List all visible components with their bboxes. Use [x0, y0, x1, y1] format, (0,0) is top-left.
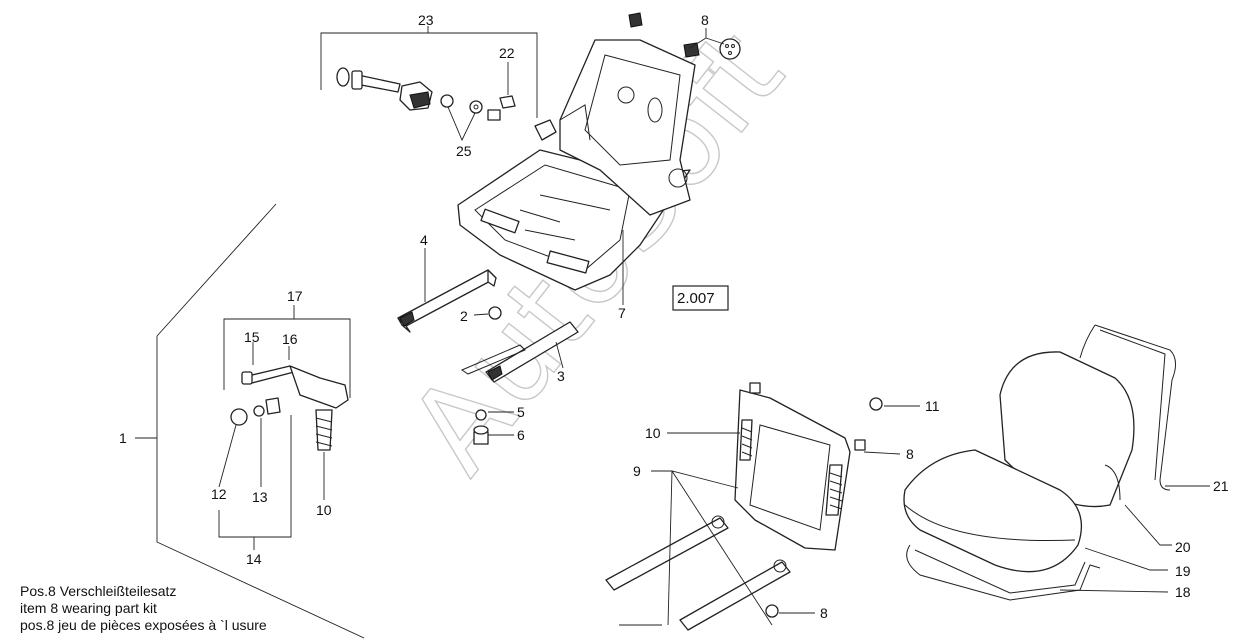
callout-6: 6: [517, 427, 525, 443]
wear-pad-top: [628, 12, 741, 60]
callout-21: 21: [1213, 478, 1229, 494]
lever-rail-3: [460, 306, 579, 445]
callout-4: 4: [420, 232, 428, 248]
callout-23: 23: [418, 12, 434, 28]
callout-17: 17: [287, 288, 303, 304]
callout-14: 14: [246, 551, 262, 567]
callout-11: 11: [925, 398, 940, 414]
callout-18: 18: [1175, 584, 1191, 600]
callout-8-right: 8: [906, 446, 914, 462]
callout-12: 12: [211, 486, 227, 502]
callout-1: 1: [119, 430, 127, 446]
slide-rails: [605, 515, 791, 631]
callout-3: 3: [557, 368, 565, 384]
note-line-fr: pos.8 jeu de pièces exposées à `l usure: [20, 617, 267, 633]
seat-cushions: [903, 324, 1176, 601]
callout-9: 9: [633, 463, 641, 479]
callout-5: 5: [517, 404, 525, 420]
callout-2: 2: [460, 308, 468, 324]
reference-box[interactable]: [672, 285, 729, 311]
callout-16: 16: [282, 331, 298, 347]
callout-10-left: 10: [316, 502, 332, 518]
callout-10-right: 10: [645, 425, 661, 441]
callout-19: 19: [1175, 563, 1191, 579]
callout-22: 22: [499, 45, 515, 61]
callout-20: 20: [1175, 539, 1191, 555]
note-line-en: item 8 wearing part kit: [20, 600, 157, 616]
callout-13: 13: [252, 489, 268, 505]
reference-box-label[interactable]: 2.007: [677, 290, 715, 307]
seat-pan-frame: [457, 39, 696, 291]
callout-8-bottom: 8: [820, 605, 828, 621]
pivot-bolt-set: [336, 67, 557, 141]
rail-4: [397, 269, 497, 333]
leader-lines: [135, 26, 1210, 639]
callout-15: 15: [244, 329, 260, 345]
callout-labels: 23 22 25 8 4 7 2 3 5 6 17 15 16 1 12 13 …: [119, 12, 1229, 621]
callout-8-top: 8: [701, 12, 709, 28]
adjust-lever-assembly: [230, 365, 349, 451]
callout-25: 25: [456, 143, 472, 159]
note-line-de: Pos.8 Verschleißteilesatz: [20, 583, 177, 599]
callout-7: 7: [618, 305, 626, 321]
suspension-plate: [734, 382, 883, 618]
